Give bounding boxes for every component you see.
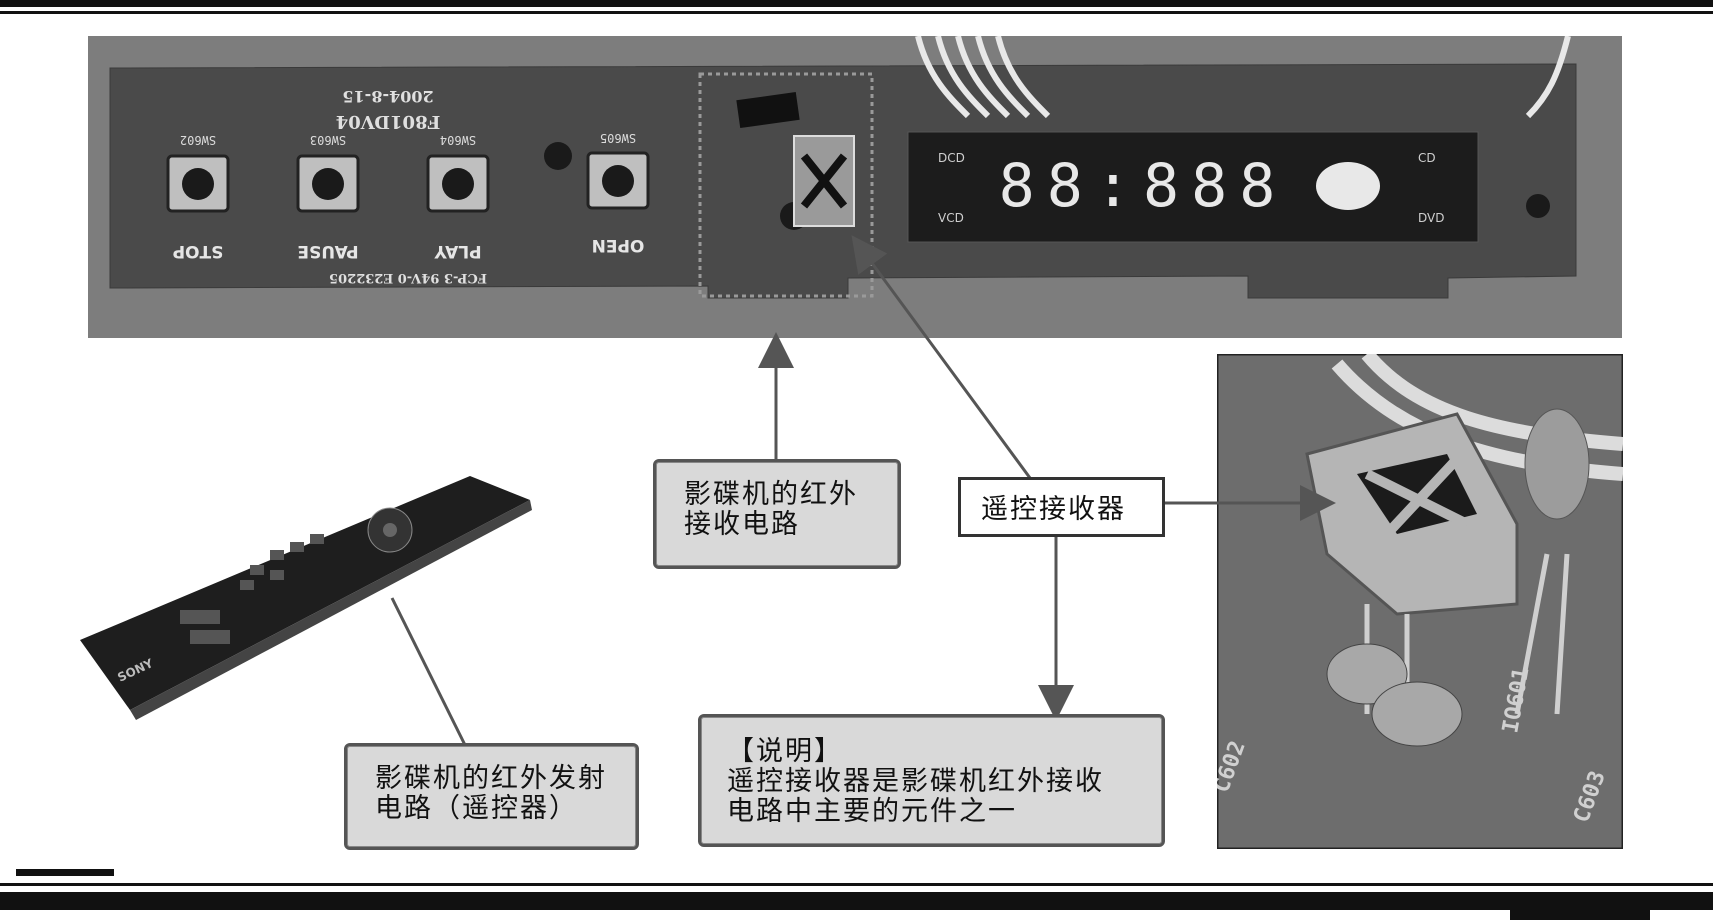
svg-text:DCD: DCD [938,151,965,165]
top-rule [0,0,1713,7]
callout-note-line2: 遥控接收器是影碟机红外接收 [727,767,1148,797]
top-rule-thin [0,11,1713,14]
svg-text:CD: CD [1418,151,1436,165]
pcb-label-open: OPEN [592,235,645,255]
pcb-photo: STOP PAUSE PLAY OPEN SW602 SW603 SW604 S… [88,36,1622,338]
ir-receiver-closeup-photo: IO601 C602 C603 [1217,354,1623,849]
bottom-rule-thin [0,883,1713,886]
callout-note: 【说明】 遥控接收器是影碟机红外接收 电路中主要的元件之一 [698,714,1165,847]
bottom-rule-tab [1510,905,1650,920]
bottom-rule [0,892,1713,910]
callout-remote-receiver: 遥控接收器 [958,477,1165,537]
callout-receiver-circuit-line2: 接收电路 [684,510,878,540]
callout-note-heading: 【说明】 [727,737,1148,767]
pcb-label-stop: STOP [173,241,224,261]
callout-emitter-circuit-line2: 电路（遥控器） [375,794,616,824]
pcb-date: 2004-8-15 [342,87,433,106]
callout-note-line3: 电路中主要的元件之一 [727,797,1148,827]
callout-receiver-circuit: 影碟机的红外 接收电路 [653,459,901,569]
callout-receiver-circuit-line1: 影碟机的红外 [684,480,878,510]
callout-emitter-circuit-line1: 影碟机的红外发射 [375,764,616,794]
pcb-label-play: PLAY [434,241,482,261]
remote-photo: SONY [70,470,540,760]
svg-text:SW604: SW604 [440,133,476,147]
svg-text:SW602: SW602 [180,133,216,147]
pcb-cert: FCP-3 94V-0 E232205 [329,270,487,285]
svg-text:VCD: VCD [938,211,964,225]
callout-emitter-circuit: 影碟机的红外发射 电路（遥控器） [344,743,639,850]
svg-text:SW605: SW605 [600,131,636,145]
pcb-display-digits: 88:888 [999,151,1288,221]
pcb-label-pause: PAUSE [297,241,358,261]
svg-text:SW603: SW603 [310,133,346,147]
pcb-board-id: F801DV04 [336,111,441,132]
svg-text:DVD: DVD [1418,211,1444,225]
callout-remote-receiver-text: 遥控接收器 [981,494,1126,525]
left-mark [16,869,114,876]
